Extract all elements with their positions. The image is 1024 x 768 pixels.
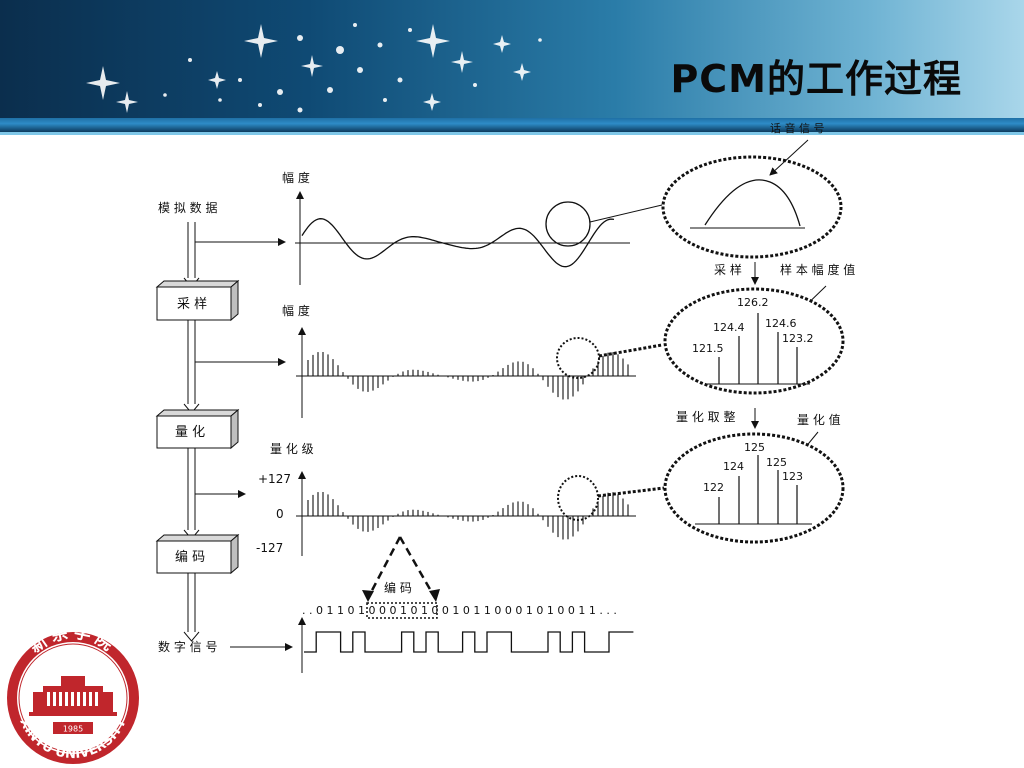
voice-signal-zoom xyxy=(661,155,843,259)
sample-box-label: 采 样 xyxy=(177,297,207,312)
quantize-round-label: 量 化 取 整 xyxy=(676,409,735,424)
quantized-value-4: 125 xyxy=(766,456,787,469)
encode-box-label: 编 码 xyxy=(175,550,205,565)
quant-zoom-connector xyxy=(597,486,665,498)
encode-arrow-left xyxy=(362,590,374,602)
voice-signal-label: 话 音 信 号 xyxy=(770,121,825,135)
analog-waveform xyxy=(301,218,615,268)
quantized-zoom xyxy=(663,432,845,544)
encode-highlight-box xyxy=(366,602,438,619)
quant-zoom-circle xyxy=(557,475,599,521)
encode-callout-label: 编 码 xyxy=(384,580,412,595)
star-decoration xyxy=(86,23,542,113)
sampled-zoom-circle xyxy=(556,337,600,379)
voice-signal-pointer xyxy=(769,139,809,176)
analog-zoom-circle xyxy=(545,201,591,247)
flow-arrow-2 xyxy=(183,320,200,414)
analog-amplitude-label: 幅 度 xyxy=(282,170,310,185)
encode-triangle xyxy=(366,536,437,599)
sample-value-1: 121.5 xyxy=(692,342,724,355)
quantized-bars xyxy=(718,455,798,524)
quantize-box: 量 化 xyxy=(155,408,240,450)
flow-arrow-1 xyxy=(183,222,200,288)
university-logo: 1985 XINYU UNIVERSITY 新余学院 xyxy=(7,630,139,764)
minus127-label: -127 xyxy=(256,541,283,555)
logo-year: 1985 xyxy=(63,725,83,734)
quantized-value-label: 量 化 值 xyxy=(797,412,841,427)
sample-callout-label: 采 样 xyxy=(714,262,742,277)
sample-value-2: 124.4 xyxy=(713,321,745,334)
bitstream-text: . . 0 1 1 0 1 0 0 0 1 0 1 0 0 1 0 1 1 0 … xyxy=(302,604,617,617)
quantized-value-2: 124 xyxy=(723,460,744,473)
flow-arrow-4 xyxy=(183,573,200,642)
analog-data-label: 模 拟 数 据 xyxy=(158,200,217,215)
sample-value-4: 124.6 xyxy=(765,317,797,330)
sample-bars xyxy=(718,313,798,384)
quantized-value-5: 123 xyxy=(782,470,803,483)
voice-signal-curve xyxy=(704,179,801,227)
page-title: PCM的工作过程 xyxy=(670,57,962,101)
sample-value-3: 126.2 xyxy=(737,296,769,309)
digital-signal-label: 数 字 信 号 xyxy=(158,639,217,654)
zero-label: 0 xyxy=(276,507,284,521)
analog-zoom-connector xyxy=(589,204,663,223)
sampled-pulses xyxy=(307,352,629,400)
digital-waveform xyxy=(304,631,634,653)
quantized-pulses xyxy=(307,492,629,540)
header-divider xyxy=(0,132,1024,135)
quantized-value-3: 125 xyxy=(744,441,765,454)
header-banner: PCM的工作过程 xyxy=(0,0,1024,120)
quantize-box-label: 量 化 xyxy=(175,425,205,440)
sampled-zoom-connector xyxy=(598,343,663,358)
quantized-value-1: 122 xyxy=(703,481,724,494)
sample-zoom xyxy=(663,287,845,395)
sample-box: 采 样 xyxy=(155,279,240,322)
sample-value-5: 123.2 xyxy=(782,332,814,345)
encode-box: 编 码 xyxy=(155,533,240,575)
encode-arrow-right xyxy=(429,589,440,602)
header-band xyxy=(0,118,1024,132)
quant-level-label: 量 化 级 xyxy=(270,442,314,456)
plus127-label: +127 xyxy=(258,472,291,486)
sample-amplitude-label: 样 本 幅 度 值 xyxy=(780,262,855,277)
sampled-amplitude-label: 幅 度 xyxy=(282,303,310,318)
